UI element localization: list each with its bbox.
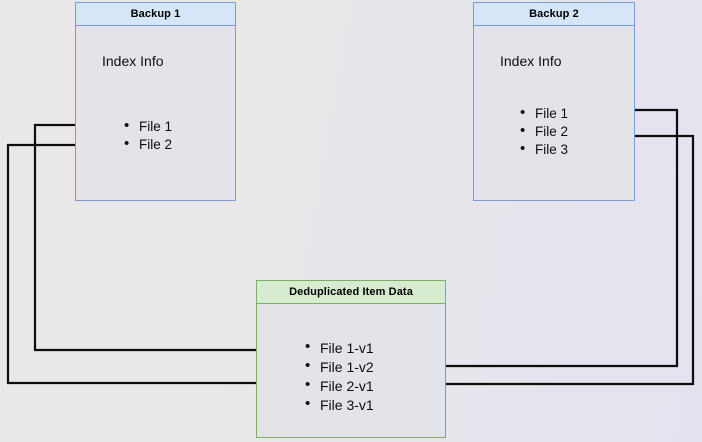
list-item[interactable]: File 2 bbox=[518, 122, 568, 141]
box-dedup-body: File 1-v1 File 1-v2 File 2-v1 File 3-v1 bbox=[257, 304, 445, 437]
list-item[interactable]: File 3-v1 bbox=[303, 395, 374, 415]
box-dedup-title: Deduplicated Item Data bbox=[257, 281, 445, 304]
box-backup-2[interactable]: Backup 2 Index Info File 1 File 2 File 3 bbox=[473, 2, 635, 201]
backup-1-file-list: File 1 File 2 bbox=[122, 117, 172, 154]
list-item[interactable]: File 1 bbox=[122, 117, 172, 136]
box-backup-1-title: Backup 1 bbox=[76, 3, 235, 26]
list-item[interactable]: File 1-v2 bbox=[303, 357, 374, 377]
box-backup-2-body: Index Info File 1 File 2 File 3 bbox=[474, 26, 634, 200]
box-backup-2-title: Backup 2 bbox=[474, 3, 634, 26]
list-item[interactable]: File 2 bbox=[122, 135, 172, 154]
list-item[interactable]: File 1-v1 bbox=[303, 338, 374, 358]
list-item[interactable]: File 1 bbox=[518, 104, 568, 123]
box-backup-1[interactable]: Backup 1 Index Info File 1 File 2 bbox=[75, 2, 236, 201]
box-backup-1-body: Index Info File 1 File 2 bbox=[76, 26, 235, 200]
box-deduplicated-item-data[interactable]: Deduplicated Item Data File 1-v1 File 1-… bbox=[256, 280, 446, 438]
backup-2-file-list: File 1 File 2 File 3 bbox=[518, 104, 568, 159]
backup-2-index-label: Index Info bbox=[500, 53, 562, 69]
backup-1-index-label: Index Info bbox=[102, 53, 164, 69]
dedup-item-list: File 1-v1 File 1-v2 File 2-v1 File 3-v1 bbox=[303, 338, 374, 415]
list-item[interactable]: File 3 bbox=[518, 140, 568, 159]
list-item[interactable]: File 2-v1 bbox=[303, 376, 374, 396]
